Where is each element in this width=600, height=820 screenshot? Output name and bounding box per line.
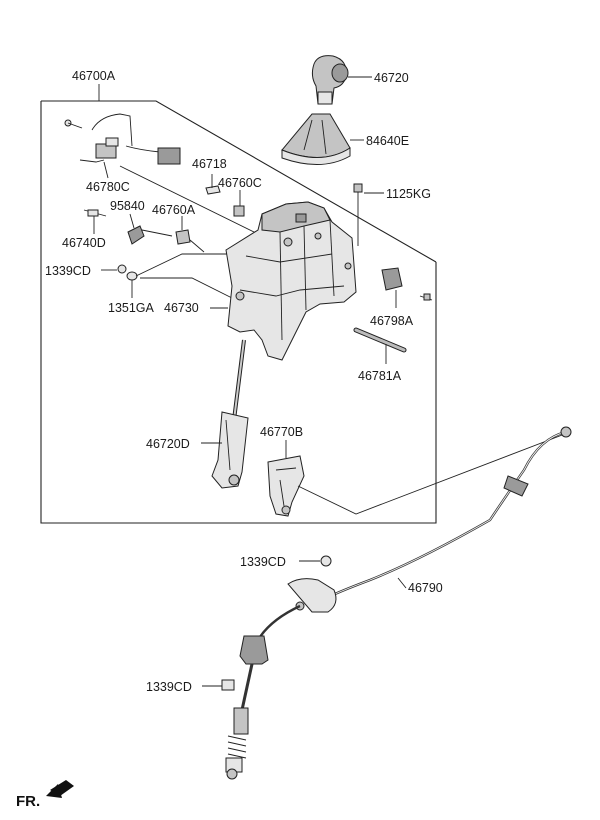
clip-46760a (175, 216, 205, 253)
clips-upper (119, 165, 263, 237)
label-1125kg: 1125KG (386, 187, 431, 201)
label-46760c: 46760C (218, 176, 262, 190)
label-46740d: 46740D (62, 236, 106, 250)
nut-washer-left (101, 253, 246, 301)
label-46760a: 46760A (152, 203, 196, 217)
label-46790: 46790 (408, 581, 443, 595)
shift-cable (225, 426, 572, 780)
lever-46720d (201, 339, 249, 489)
label-1339cd-upper: 1339CD (45, 264, 91, 278)
label-95840: 95840 (110, 199, 145, 213)
rod-46781a (353, 327, 407, 364)
label-46780c: 46780C (86, 180, 130, 194)
label-1339cd-middle: 1339CD (240, 555, 286, 569)
label-46781a: 46781A (358, 369, 402, 383)
assembly-box (40, 84, 437, 524)
wire-harness (64, 113, 181, 179)
bolt-1125kg (353, 183, 384, 246)
label-46730: 46730 (164, 301, 199, 315)
nut-lower-2 (202, 679, 235, 691)
shift-boot (281, 113, 364, 166)
label-46718: 46718 (192, 157, 227, 171)
pin-46740d (83, 209, 107, 234)
nut-lower-1 (299, 555, 332, 567)
shifter-bracket (210, 201, 357, 361)
label-46720d: 46720D (146, 437, 190, 451)
label-46720: 46720 (374, 71, 409, 85)
front-direction-label: FR. (16, 793, 40, 810)
detent-46770b (267, 431, 571, 517)
label-84640e: 84640E (366, 134, 409, 148)
bushing-46798a (381, 267, 433, 308)
gear-knob (311, 55, 372, 105)
label-1339cd-lower: 1339CD (146, 680, 192, 694)
front-direction-arrow-icon (46, 780, 74, 798)
label-46700a: 46700A (72, 69, 116, 83)
switch-95840 (127, 213, 173, 245)
label-46770b: 46770B (260, 425, 303, 439)
label-46798a: 46798A (370, 314, 414, 328)
label-1351ga: 1351GA (108, 301, 155, 315)
